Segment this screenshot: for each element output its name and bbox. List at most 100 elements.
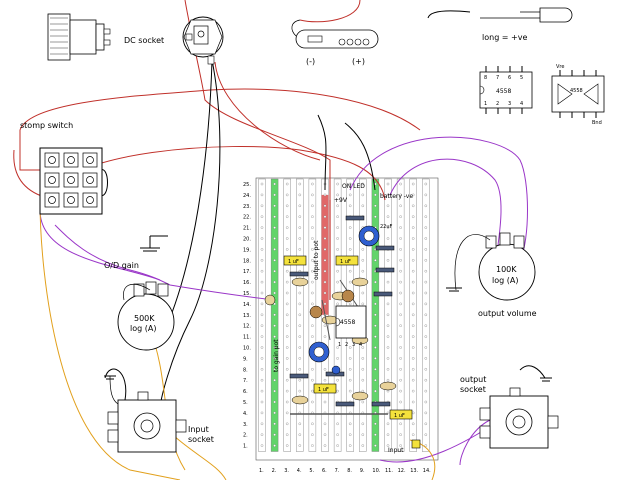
strip-hole [311,422,314,426]
strip-hole [285,182,289,186]
ic-vre-label: Vre [556,64,564,70]
strip-hole [336,269,339,273]
strip-hole [273,269,276,273]
strip-hole [273,182,276,186]
svg-text:5: 5 [520,75,523,81]
strip-hole [298,237,302,240]
column-label: 1. [259,468,264,474]
input-jack-icon [104,375,187,453]
strip-hole [411,433,415,436]
row-label: 17. [243,269,251,275]
resistor [379,381,397,391]
strip-hole [285,368,289,371]
ic-a-label: 4558 [496,88,511,95]
strip-hole [399,324,402,327]
strip-hole [298,226,302,229]
strip-hole [311,324,314,327]
strip-hole [336,302,339,306]
strip-hole [336,248,339,251]
resistor [345,215,365,221]
strip-hole [336,357,339,360]
strip-hole [348,226,352,229]
strip-hole [323,324,327,327]
strip-hole [260,291,264,295]
row-label: 15. [243,291,251,297]
strip-hole [411,280,415,284]
strip-hole [399,193,402,197]
strip-hole [348,444,352,447]
strip-hole [260,335,264,338]
strip-hole [361,204,365,208]
strip-hole [260,346,264,349]
strip-hole [348,248,352,251]
strip-hole [273,335,276,338]
strip-hole [386,313,390,317]
strip-hole [374,422,377,426]
strip-hole [374,357,377,360]
strip-hole [311,280,314,284]
column-label: 10. [372,468,380,474]
strip-hole [386,237,390,240]
column-label: 3. [284,468,289,474]
strip-hole [424,226,428,229]
strip-hole [273,378,276,382]
led-polarity-label: long = +ve [482,33,527,42]
strip-hole [386,182,390,186]
strip-hole [298,335,302,338]
strip-hole [399,335,402,338]
strip-hole [336,193,339,197]
row-label: 14. [243,302,251,308]
strip-hole [260,269,264,273]
strip-hole [386,389,390,393]
strip-hole [260,237,264,240]
strip-hole [399,378,402,382]
strip-hole [298,313,302,317]
column-label: 6. [322,468,327,474]
strip-hole [311,248,314,251]
strip-hole [424,378,428,382]
strip-hole [399,182,402,186]
strip-hole [260,302,264,306]
strip-hole [298,368,302,371]
row-label: 19. [243,247,251,253]
strip-hole [424,346,428,349]
strip-hole [285,433,289,436]
strip-hole [374,378,377,382]
ic-chip [335,305,367,339]
strip-hole [311,269,314,273]
board-components: 1 uF 1 uF 1 uF 1 uF 22uF [264,215,421,449]
strip-hole [386,226,390,229]
strip-hole [336,422,339,426]
strip-hole [260,204,264,208]
on-led-label: ON LED [342,183,365,190]
strip-hole [424,400,428,404]
strip-hole [323,422,327,426]
strip-hole [361,400,365,404]
strip-hole [386,215,390,218]
led-icon [480,7,573,23]
strip-hole [424,335,428,338]
strip-hole [285,444,289,447]
strip-hole [260,378,264,382]
strip-hole [411,411,415,415]
strip-hole [298,433,302,436]
copper-strip-highlight [321,194,329,315]
strip-hole [361,444,365,447]
strip-hole [311,335,314,338]
strip-hole [386,378,390,382]
strip-hole [411,357,415,360]
strip-hole [348,182,352,186]
trimmer [341,289,355,303]
strip-hole [424,302,428,306]
row-label: 13. [243,313,251,319]
strip-hole [285,389,289,393]
svg-text:6: 6 [508,75,511,81]
strip-hole [386,368,390,371]
strip-hole [311,291,314,295]
strip-hole [361,248,365,251]
strip-hole [361,291,365,295]
strip-hole [323,226,327,229]
strip-hole [323,280,327,284]
column-label: 5. [309,468,314,474]
